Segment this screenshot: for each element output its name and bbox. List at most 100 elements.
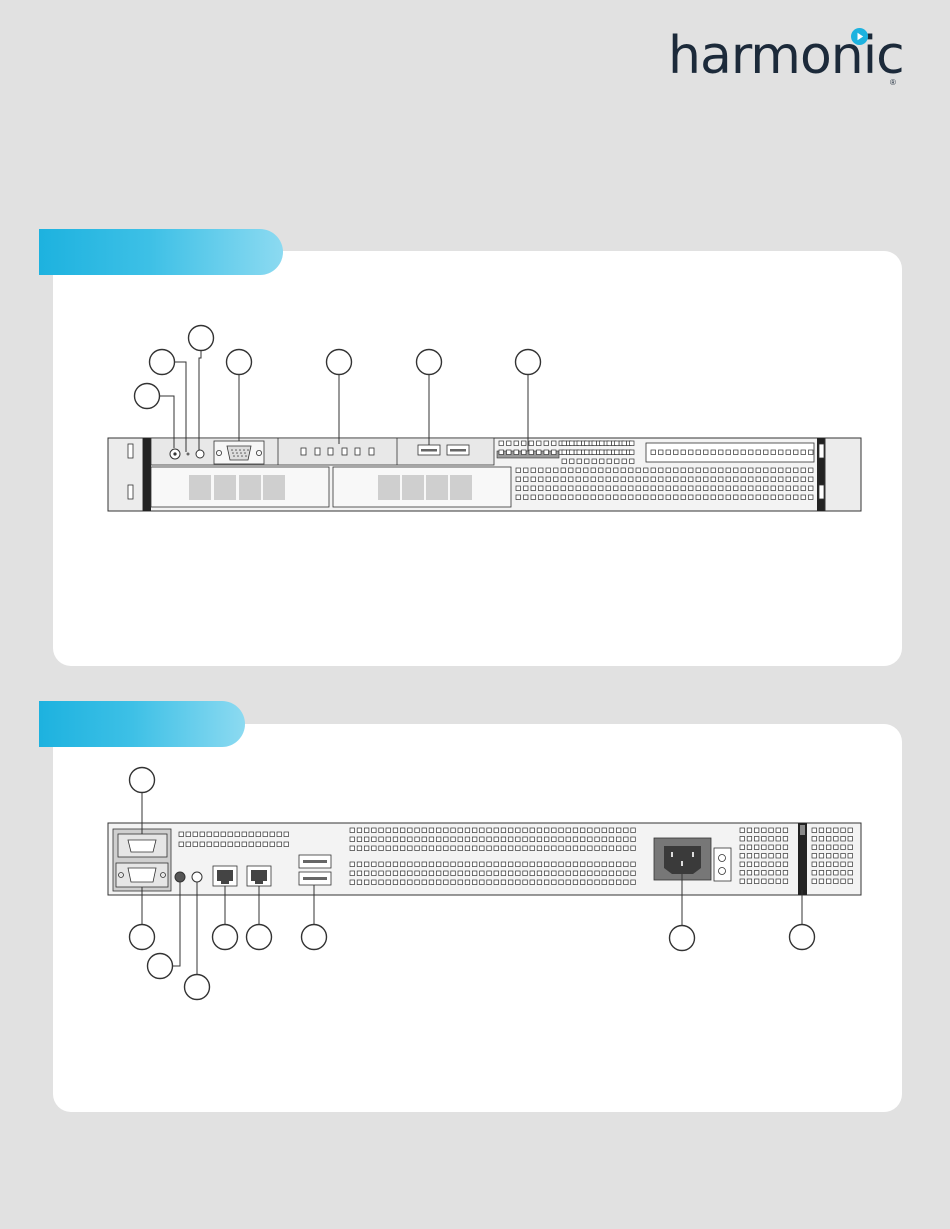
vent-slot (776, 837, 781, 842)
vent-slot (472, 846, 477, 851)
vent-slot (747, 862, 752, 867)
vent-slot (573, 880, 578, 885)
vent-slot (214, 832, 219, 837)
vent-slot (566, 871, 571, 876)
vent-slot (631, 880, 636, 885)
vent-slot (372, 828, 377, 833)
vent-slot (350, 871, 355, 876)
vent-slot (207, 842, 212, 847)
vent-slot (494, 871, 499, 876)
vent-slot (436, 871, 441, 876)
vent-slot (826, 854, 831, 859)
vent-slot (465, 837, 470, 842)
vent-slot (386, 871, 391, 876)
vent-slot (372, 862, 377, 867)
vent-slot (207, 832, 212, 837)
vent-slot (408, 828, 413, 833)
vent-slot (415, 880, 420, 885)
vent-slot (595, 837, 600, 842)
vent-slot (501, 837, 506, 842)
vent-slot (429, 871, 434, 876)
vent-slot (559, 862, 564, 867)
vent-slot (552, 871, 557, 876)
vent-slot (559, 837, 564, 842)
vent-slot (422, 846, 427, 851)
vent-slot (573, 846, 578, 851)
vent-slot (235, 842, 240, 847)
vent-slot (487, 871, 492, 876)
vent-slot (812, 828, 817, 833)
vent-slot (602, 862, 607, 867)
vent-slot (256, 832, 261, 837)
vent-slot (588, 828, 593, 833)
vent-slot (458, 862, 463, 867)
vent-slot (379, 880, 384, 885)
vent-slot (740, 837, 745, 842)
vent-slot (769, 845, 774, 850)
vent-slot (588, 846, 593, 851)
vent-slot (559, 846, 564, 851)
vent-slot (826, 837, 831, 842)
vent-slot (436, 862, 441, 867)
vent-slot (580, 846, 585, 851)
vent-slot (530, 871, 535, 876)
vent-slot (523, 837, 528, 842)
vent-slot (408, 871, 413, 876)
vent-slot (624, 862, 629, 867)
vent-slot (566, 846, 571, 851)
vent-slot (848, 862, 853, 867)
vent-slot (580, 828, 585, 833)
vent-slot (436, 828, 441, 833)
vent-slot (523, 862, 528, 867)
vent-slot (263, 842, 268, 847)
vent-slot (429, 837, 434, 842)
vent-slot (783, 871, 788, 876)
vent-slot (364, 880, 369, 885)
vent-slot (458, 837, 463, 842)
vent-slot (400, 871, 405, 876)
vent-slot (544, 846, 549, 851)
vent-slot (472, 837, 477, 842)
vent-slot (465, 828, 470, 833)
vent-slot (480, 880, 485, 885)
vent-slot (566, 862, 571, 867)
vent-slot (812, 845, 817, 850)
vent-slot (826, 828, 831, 833)
vent-slot (819, 862, 824, 867)
vent-slot (386, 837, 391, 842)
vent-slot (422, 837, 427, 842)
vent-slot (740, 845, 745, 850)
vent-slot (776, 828, 781, 833)
vent-slot (444, 828, 449, 833)
vent-slot (393, 837, 398, 842)
vent-slot (812, 871, 817, 876)
vent-slot (501, 871, 506, 876)
vent-slot (422, 871, 427, 876)
vent-slot (393, 871, 398, 876)
vent-slot (552, 828, 557, 833)
vent-slot (544, 880, 549, 885)
vent-slot (841, 879, 846, 884)
vent-slot (249, 842, 254, 847)
vent-slot (350, 862, 355, 867)
vent-slot (580, 837, 585, 842)
vent-slot (537, 880, 542, 885)
vent-slot (372, 871, 377, 876)
vent-slot (480, 837, 485, 842)
vent-slot (415, 837, 420, 842)
rear-callout-8 (670, 926, 695, 951)
vent-slot (812, 879, 817, 884)
vent-slot (754, 828, 759, 833)
vent-slot (544, 837, 549, 842)
vent-slot (848, 837, 853, 842)
vent-slot (769, 871, 774, 876)
vent-slot (465, 871, 470, 876)
vent-slot (740, 862, 745, 867)
vent-slot (769, 879, 774, 884)
vent-slot (444, 862, 449, 867)
vent-slot (776, 871, 781, 876)
vent-slot (769, 837, 774, 842)
vent-slot (386, 862, 391, 867)
vent-slot (776, 854, 781, 859)
vent-slot (415, 846, 420, 851)
